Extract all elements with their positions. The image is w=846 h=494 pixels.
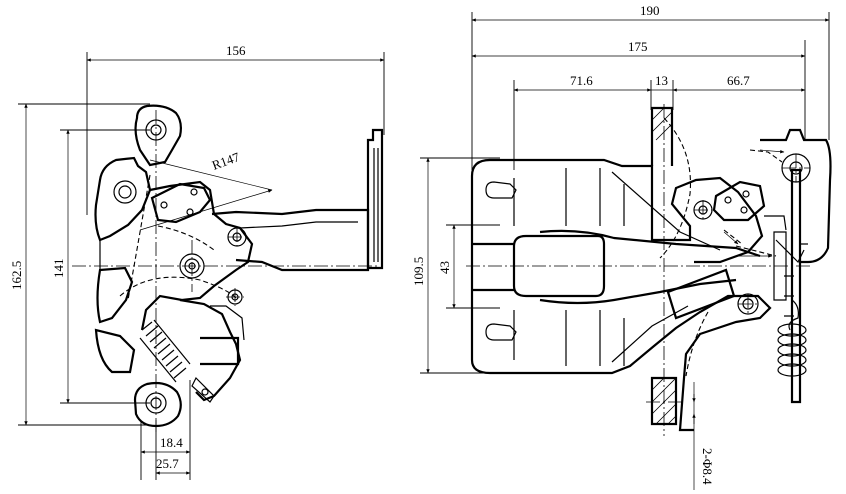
left-coil-spring (139, 319, 191, 383)
right-center-lines (466, 104, 812, 436)
left-view: 156 162.5 141 18.4 25.7 R147 (9, 43, 385, 480)
dim-190: 190 (640, 3, 660, 18)
dim-43: 43 (437, 261, 452, 274)
dim-25-7: 25.7 (156, 456, 179, 471)
dim-r147: R147 (210, 149, 242, 173)
dim-13: 13 (655, 73, 668, 88)
dim-18-4: 18.4 (160, 435, 183, 450)
dim-175: 175 (628, 39, 648, 54)
left-center-lines (72, 110, 380, 432)
dim-66-7: 66.7 (727, 73, 750, 88)
dim-162-5: 162.5 (9, 261, 24, 290)
dim-109-5: 109.5 (411, 257, 426, 286)
dim-141: 141 (51, 259, 66, 279)
right-coil-spring (777, 299, 807, 396)
left-dimension-lines (24, 58, 385, 475)
dim-2-d8-4: 2-Φ8.4 (700, 448, 715, 485)
right-dimension-lines (426, 18, 830, 490)
left-extension-lines (18, 52, 385, 480)
right-caliper-housing (470, 106, 832, 432)
right-view: 190 175 71.6 13 66.7 109.5 43 2-Φ8.4 (411, 3, 832, 490)
dim-71-6: 71.6 (570, 73, 593, 88)
dim-156: 156 (226, 43, 246, 58)
hatch-upper-tab (651, 107, 673, 141)
